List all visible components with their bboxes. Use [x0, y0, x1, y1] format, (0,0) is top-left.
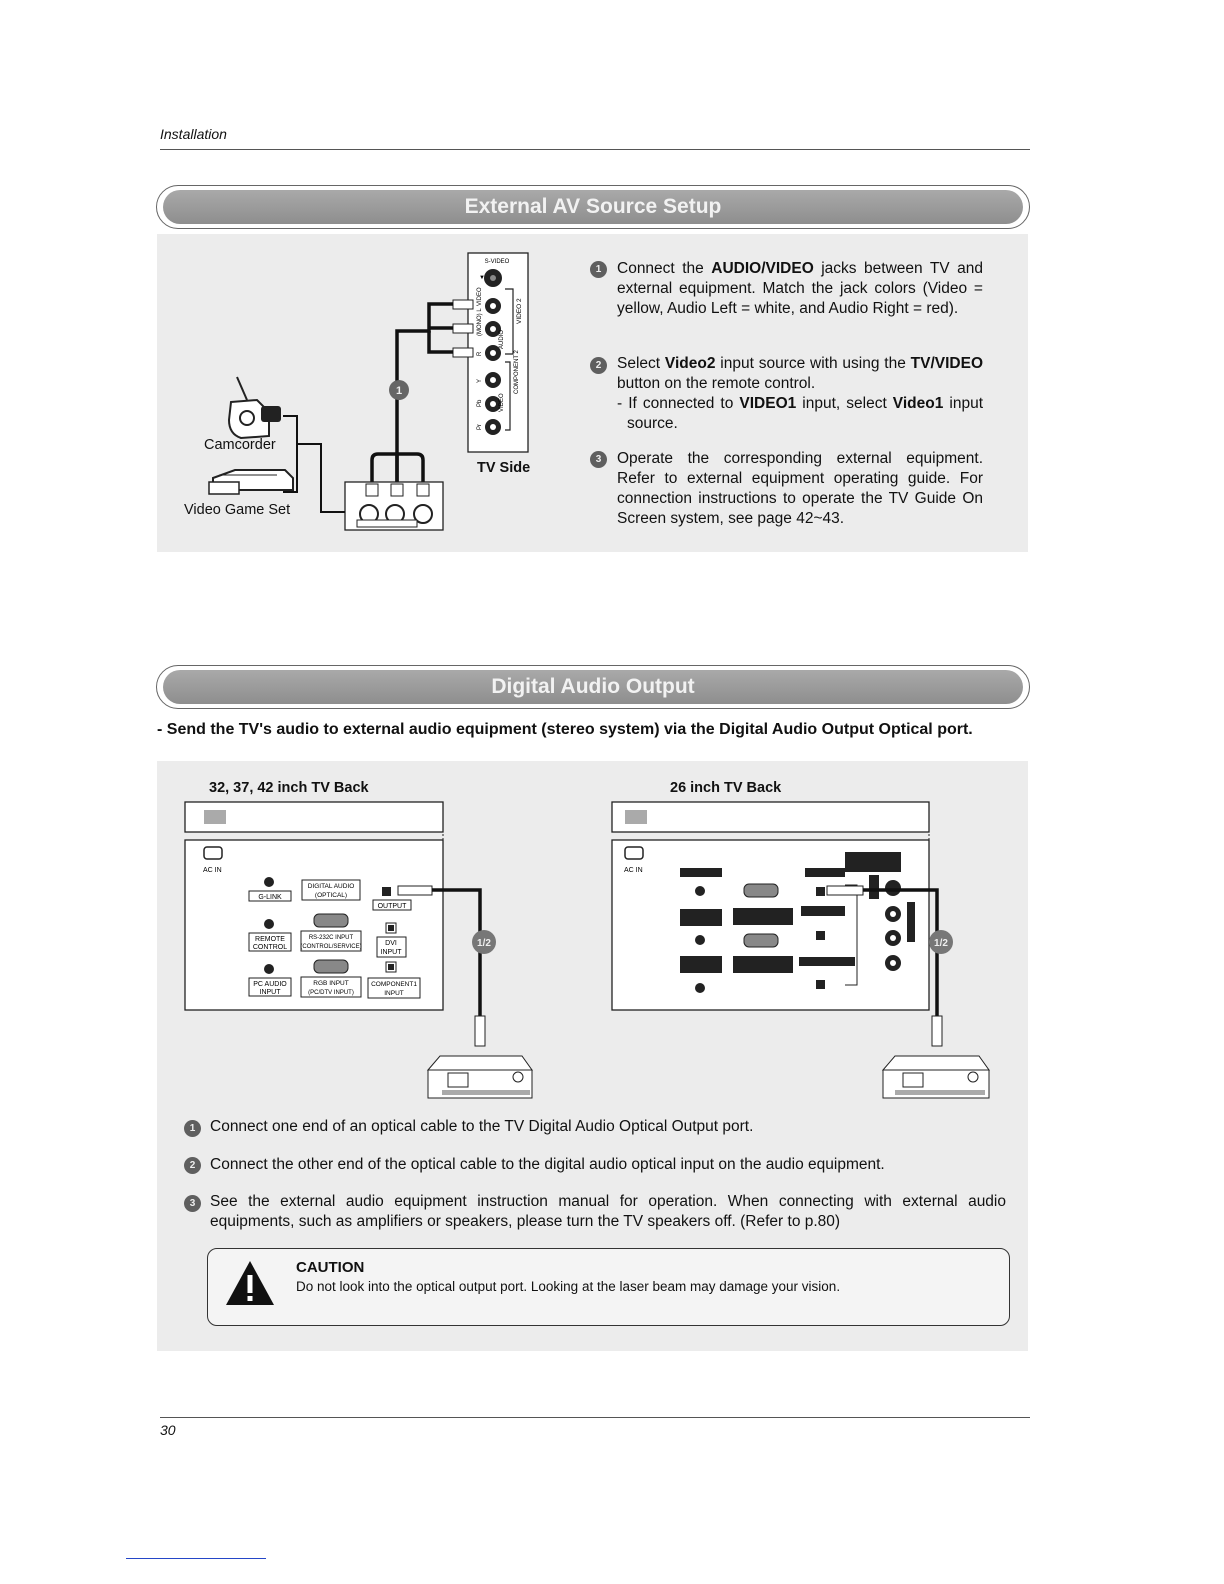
- svg-text:(PC/DTV INPUT): (PC/DTV INPUT): [308, 990, 354, 996]
- section2-intro: - Send the TV's audio to external audio …: [157, 721, 973, 738]
- camcorder-icon: [227, 376, 281, 440]
- section2-title: Digital Audio Output: [163, 670, 1023, 704]
- audio-receiver-icon: [426, 1055, 533, 1099]
- caution-title: CAUTION: [296, 1259, 365, 1276]
- right-tv-back-diagram: AC IN 1/2: [611, 801, 990, 1099]
- svg-text:INPUT: INPUT: [384, 990, 404, 997]
- svg-text:INPUT: INPUT: [260, 989, 282, 996]
- right-diagram-label: 26 inch TV Back: [670, 780, 782, 796]
- step-number: 3: [590, 451, 607, 468]
- footer-rule: [160, 1417, 1030, 1418]
- section2-step-1: Connect one end of an optical cable to t…: [210, 1118, 754, 1135]
- component2-label: COMPONENT 2: [514, 349, 520, 394]
- svg-text:Pb: Pb: [477, 399, 483, 407]
- svg-text:VIDEO: VIDEO: [477, 287, 483, 306]
- svg-text:DVI: DVI: [385, 940, 397, 947]
- svg-text:INPUT: INPUT: [381, 949, 403, 956]
- caution-text: Do not look into the optical output port…: [296, 1279, 841, 1294]
- page-number: 30: [160, 1422, 176, 1438]
- diagram-step-marker: 1: [396, 385, 402, 397]
- svg-text:CONTROL: CONTROL: [253, 944, 287, 951]
- tv-side-label: TV Side: [477, 460, 531, 476]
- svg-text:R: R: [477, 351, 483, 356]
- section1-step-1: Connect the AUDIO/VIDEO jacks between TV…: [617, 260, 983, 317]
- jack-video: [485, 298, 501, 314]
- svg-text:COMPONENT1: COMPONENT1: [371, 981, 417, 988]
- svideo-label: S-VIDEO: [485, 259, 510, 265]
- video-label: VIDEO: [499, 393, 505, 412]
- jack-audio-r: [485, 345, 501, 361]
- section2-step-2: Connect the other end of the optical cab…: [210, 1156, 885, 1173]
- svg-text:(MONO) L: (MONO) L: [477, 308, 483, 336]
- section2-banner: Digital Audio Output: [156, 665, 1030, 709]
- svg-text:G-LINK: G-LINK: [258, 894, 282, 901]
- camcorder-label: Camcorder: [204, 437, 276, 453]
- step-number: 3: [184, 1195, 201, 1212]
- audio-label: AUDIO: [499, 330, 505, 349]
- video2-label: VIDEO 2: [516, 298, 523, 324]
- step-number: 1: [590, 261, 607, 278]
- svg-text:REMOTE: REMOTE: [255, 936, 285, 943]
- section1-title: External AV Source Setup: [163, 190, 1023, 224]
- jack-pr: [485, 419, 501, 435]
- left-diagram-label: 32, 37, 42 inch TV Back: [209, 780, 369, 796]
- section2-step-3: See the external audio equipment instruc…: [210, 1193, 1006, 1230]
- svg-text:RGB INPUT: RGB INPUT: [313, 980, 348, 987]
- av-connection-diagram: S-VIDEO ▼ VIDEO (MONO) L R Y Pb Pr VIDEO…: [208, 252, 529, 531]
- svg-text:PC AUDIO: PC AUDIO: [253, 981, 287, 988]
- svg-text:Y: Y: [477, 379, 483, 383]
- section-header: Installation: [160, 126, 227, 142]
- ac-in-icon: [624, 846, 644, 860]
- audio-receiver-icon: [881, 1055, 990, 1099]
- game-console-icon: [208, 469, 294, 495]
- step-number: 2: [184, 1157, 201, 1174]
- video-game-label: Video Game Set: [184, 502, 291, 518]
- step-number: 2: [590, 357, 607, 374]
- svg-text:(CONTROL/SERVICE): (CONTROL/SERVICE): [300, 944, 361, 950]
- ac-in-icon: [203, 846, 223, 860]
- jack-pb: [485, 396, 501, 412]
- header-rule: [160, 149, 1030, 150]
- section1-panel: [157, 234, 1028, 552]
- step-number: 1: [184, 1120, 201, 1137]
- svideo-jack: [484, 269, 502, 287]
- left-tv-back-diagram: AC IN G-LINK REMOTE CONTROL PC AUDIO INP…: [184, 801, 533, 1099]
- svg-text:▼: ▼: [479, 275, 485, 281]
- svg-text:DIGITAL AUDIO: DIGITAL AUDIO: [308, 883, 355, 890]
- svg-text:RS-232C INPUT: RS-232C INPUT: [309, 935, 354, 941]
- section1-banner: External AV Source Setup: [156, 185, 1030, 229]
- jack-y: [485, 372, 501, 388]
- svg-text:AC IN: AC IN: [203, 867, 222, 874]
- section1-step-2: Select Video2 input source with using th…: [617, 355, 984, 392]
- svg-text:(OPTICAL): (OPTICAL): [315, 892, 347, 899]
- jack-audio-l: [485, 321, 501, 337]
- section1-step-3: Operate the corresponding external equip…: [617, 450, 983, 527]
- caution-box: CAUTION Do not look into the optical out…: [207, 1248, 1010, 1326]
- svg-text:Pr: Pr: [477, 424, 483, 430]
- svg-text:1/2: 1/2: [477, 938, 491, 949]
- footer-link-underline: [126, 1558, 266, 1559]
- section1-step-2-note: - If connected to VIDEO1 input, select V…: [617, 395, 983, 432]
- svg-text:OUTPUT: OUTPUT: [378, 903, 408, 910]
- svg-text:1/2: 1/2: [934, 938, 948, 949]
- warning-icon: [226, 1261, 274, 1305]
- svg-text:AC IN: AC IN: [624, 867, 643, 874]
